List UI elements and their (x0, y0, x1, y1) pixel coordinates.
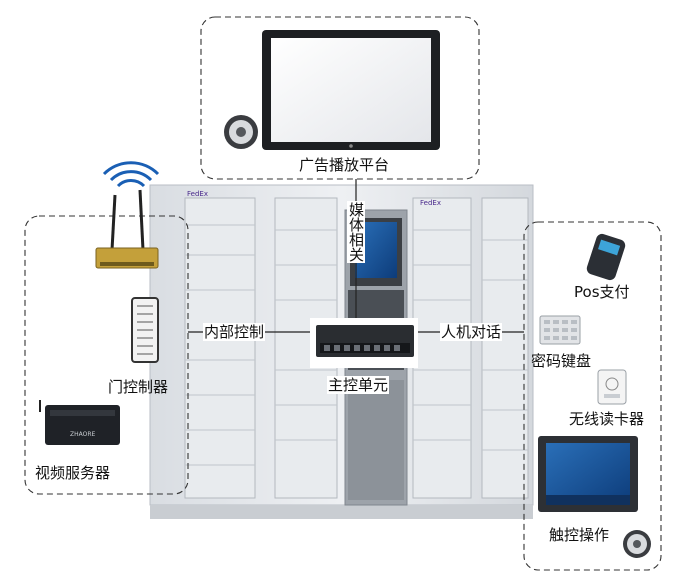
svg-text:FedEx: FedEx (187, 190, 208, 198)
door-controller-device (131, 297, 159, 363)
label-pos: Pos支付 (574, 283, 630, 301)
label-door-controller: 门控制器 (108, 378, 169, 396)
label-internal-control: 内部控制 (203, 323, 266, 341)
label-keypad: 密码键盘 (531, 352, 592, 370)
label-ad-platform: 广告播放平台 (298, 156, 391, 174)
label-media: 媒体相关 (347, 201, 365, 263)
speaker-top (224, 115, 258, 149)
label-main-unit: 主控单元 (327, 376, 390, 394)
ad-monitor (262, 30, 440, 150)
touch-screen-device (538, 436, 638, 512)
svg-text:ZHAORE: ZHAORE (70, 431, 96, 438)
main-unit-device (310, 318, 418, 368)
keypad-device (539, 315, 581, 345)
label-video-server: 视频服务器 (35, 464, 111, 482)
speaker-bottom (623, 530, 651, 558)
svg-text:FedEx: FedEx (420, 199, 441, 207)
label-card-reader: 无线读卡器 (569, 410, 645, 428)
router-device (95, 161, 160, 269)
pos-device (586, 233, 626, 281)
label-hmi: 人机对话 (440, 323, 503, 341)
group-boxes (24, 16, 662, 571)
card-reader-device (597, 369, 627, 405)
video-server-device: ZHAORE (39, 400, 120, 445)
label-touch: 触控操作 (549, 526, 610, 544)
